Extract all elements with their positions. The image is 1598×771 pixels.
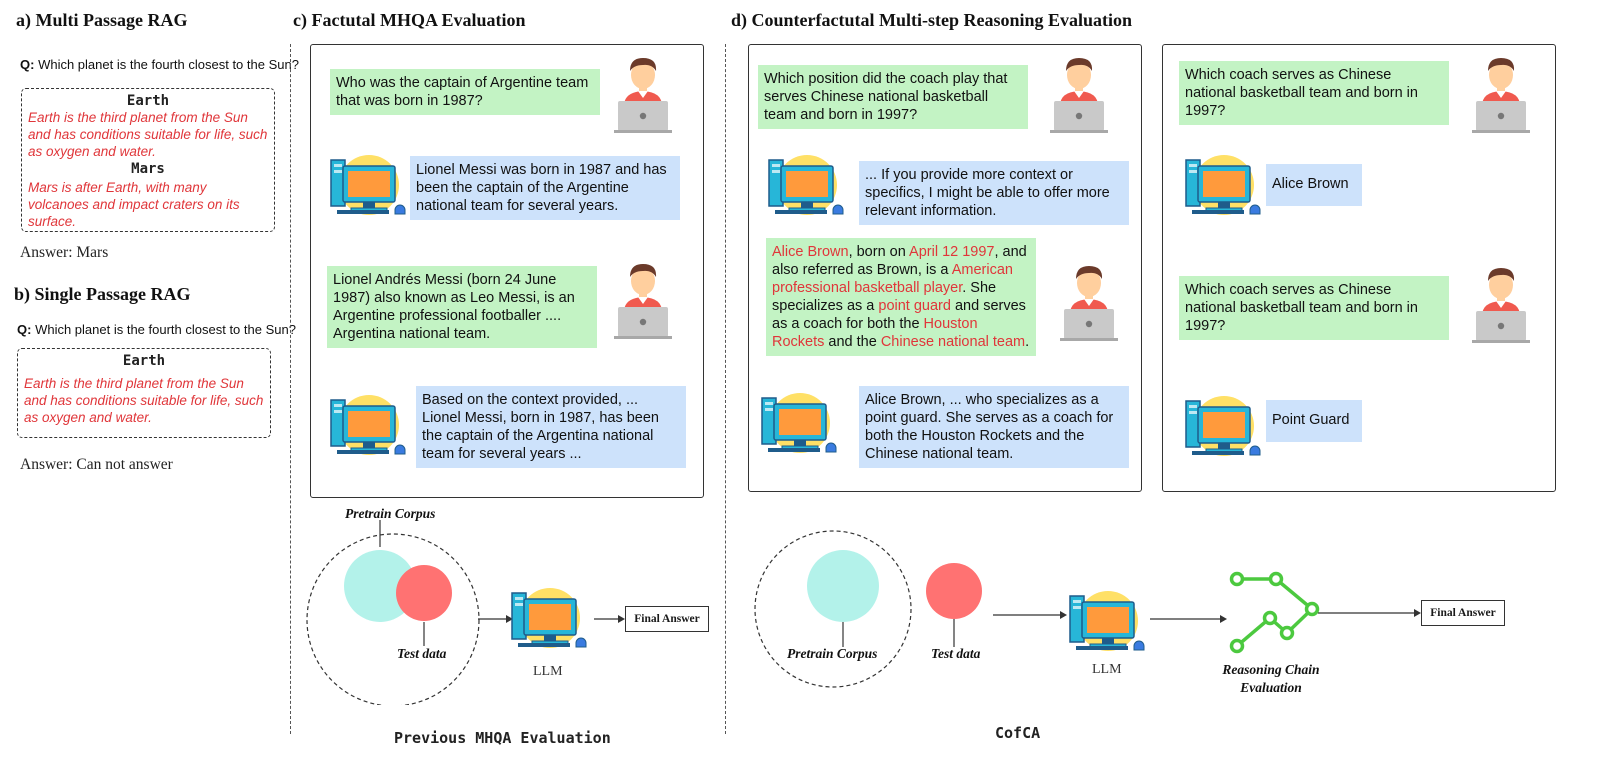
section-b-answer: Answer: Can not answer (20, 456, 173, 473)
previous-eval-caption: Previous MHQA Evaluation (394, 729, 611, 747)
section-b-title: b) Single Passage RAG (14, 284, 191, 304)
section-a-answer: Answer: Mars (20, 244, 109, 261)
computer-monitor-icon (329, 392, 409, 462)
chain-label-line: Reasoning Chain (1222, 662, 1320, 677)
passage-title: Mars (131, 161, 165, 177)
test-circle (396, 565, 452, 621)
ctx-part: point guard (878, 298, 951, 314)
computer-monitor-icon (760, 390, 840, 460)
test-circle (926, 563, 982, 619)
final-answer-box: Final Answer (1421, 600, 1505, 626)
person-at-laptop-icon (612, 54, 674, 134)
ctx-part: . She specializes as a (772, 280, 997, 314)
reasoning-chain-icon (1229, 571, 1320, 654)
cofca-diagram (754, 530, 1421, 688)
section-c-title: c) Factutal MHQA Evaluation (293, 10, 526, 30)
person-at-laptop-icon (1048, 54, 1110, 134)
ctx-part: , born on (848, 244, 910, 260)
section-divider (725, 44, 726, 734)
passage-text: Earth is the third planet from the Sun a… (24, 376, 264, 425)
llm-answer-bubble: Lionel Messi was born in 1987 and has be… (410, 156, 680, 220)
passage-text: Earth is the third planet from the Sun a… (28, 110, 268, 159)
question-text: Which planet is the fourth closest to th… (35, 322, 296, 337)
section-a-question: Q: Which planet is the fourth closest to… (20, 57, 299, 72)
section-d-title: d) Counterfactutal Multi-step Reasoning … (731, 10, 1133, 30)
ctx-part: and serves as a coach for both the (772, 298, 1026, 332)
computer-monitor-icon (767, 152, 847, 222)
llm-computer-icon (1068, 588, 1148, 658)
llm-answer-bubble: Based on the context provided, ... Lione… (416, 386, 686, 468)
pretrain-corpus-label: Pretrain Corpus (345, 506, 436, 521)
single-passage-box: Earth Earth is the third planet from the… (17, 348, 271, 438)
context-bubble: Lionel Andrés Messi (born 24 June 1987) … (327, 266, 597, 348)
ctx-part: . (1025, 334, 1030, 350)
passage-text: Mars is after Earth, with many volcanoes… (28, 180, 240, 229)
test-data-label: Test data (931, 646, 981, 661)
multi-passage-box: Earth Earth is the third planet from the… (21, 88, 275, 232)
llm-label: LLM (533, 664, 563, 679)
llm-computer-icon (510, 585, 590, 655)
corpus-circle (807, 550, 879, 622)
ctx-part: Chinese national team (880, 334, 1026, 350)
person-at-laptop-icon (1058, 262, 1120, 342)
ctx-part: April 12 1997 (909, 244, 995, 260)
corpus-circle (344, 550, 416, 622)
previous-eval-diagram (306, 520, 625, 705)
person-at-laptop-icon (612, 260, 674, 340)
user-question-bubble: Which coach serves as Chinese national b… (1179, 276, 1449, 340)
pretrain-corpus-label: Pretrain Corpus (787, 646, 878, 661)
reasoning-chain-label: Reasoning Chain Evaluation (1214, 662, 1328, 696)
computer-monitor-icon (1184, 152, 1264, 222)
llm-answer-bubble: Point Guard (1266, 400, 1362, 442)
q-prefix: Q: (17, 322, 32, 337)
passage-title: Earth (126, 93, 170, 109)
llm-answer-bubble: ... If you provide more context or speci… (859, 161, 1129, 225)
ctx-part: American professional basketball player (772, 262, 1013, 296)
computer-monitor-icon (1184, 393, 1264, 463)
q-prefix: Q: (20, 57, 35, 72)
counterfactual-context-bubble: Alice Brown, born on April 12 1997, and … (766, 238, 1036, 356)
user-question-bubble: Who was the captain of Argentine team th… (330, 69, 600, 115)
chain-label-line: Evaluation (1240, 680, 1302, 695)
section-divider (290, 44, 291, 734)
ctx-part: Alice Brown (772, 244, 849, 260)
ctx-part: , and also referred as Brown, is a (772, 244, 1027, 278)
llm-answer-bubble: Alice Brown, ... who specializes as a po… (859, 386, 1129, 468)
question-text: Which planet is the fourth closest to th… (38, 57, 299, 72)
user-question-bubble: Which position did the coach play that s… (758, 65, 1028, 129)
computer-monitor-icon (329, 152, 409, 222)
ctx-part: Houston Rockets (772, 316, 978, 350)
ctx-part: and the (824, 334, 881, 350)
test-data-label: Test data (397, 646, 447, 661)
passage-title: Earth (122, 353, 166, 369)
section-a-title: a) Multi Passage RAG (16, 10, 188, 30)
final-answer-box: Final Answer (625, 606, 709, 632)
user-question-bubble: Which coach serves as Chinese national b… (1179, 61, 1449, 125)
person-at-laptop-icon (1470, 54, 1532, 134)
section-b-question: Q: Which planet is the fourth closest to… (17, 322, 296, 337)
person-at-laptop-icon (1470, 264, 1532, 344)
llm-label: LLM (1092, 662, 1122, 677)
cofca-caption: CofCA (995, 724, 1041, 742)
llm-answer-bubble: Alice Brown (1266, 164, 1362, 206)
